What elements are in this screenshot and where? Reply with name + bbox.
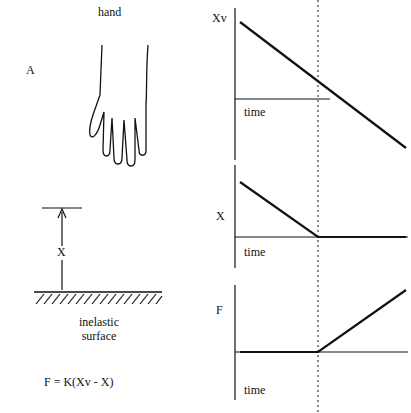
distance-marker xyxy=(42,208,82,290)
plot-axes xyxy=(235,8,408,400)
figure-label: hand xyxy=(98,6,121,20)
axis-label: time xyxy=(244,246,265,260)
point-label: A xyxy=(26,64,35,78)
hand-drawing xyxy=(90,45,148,166)
axis-label: F xyxy=(216,304,223,318)
plot-curves xyxy=(240,22,406,352)
axis-label: X xyxy=(216,210,225,224)
axis-label: time xyxy=(244,384,265,398)
surface xyxy=(34,292,162,304)
axis-label: time xyxy=(244,106,265,120)
equation: F = K(Xv - X) xyxy=(44,376,113,390)
dimension-label: X xyxy=(56,246,67,260)
axis-label: Xv xyxy=(212,12,227,26)
surface-label: inelastic surface xyxy=(68,316,130,344)
